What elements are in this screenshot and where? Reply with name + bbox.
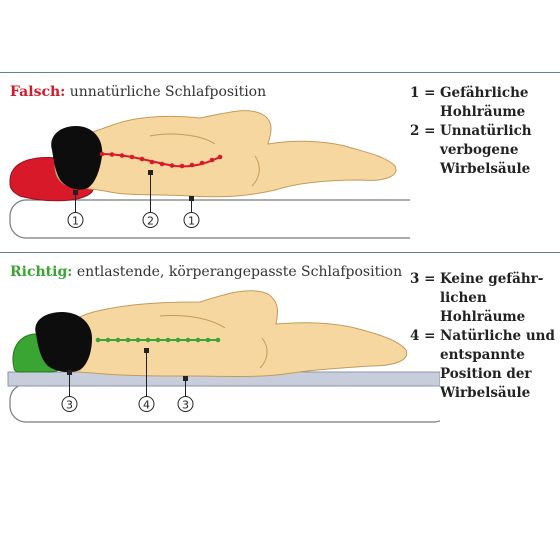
- right-buttock: [259, 337, 268, 369]
- right-body: [46, 290, 408, 377]
- right-hair: [35, 312, 92, 373]
- wrong-marker-1b-label: 1: [188, 215, 195, 228]
- top-divider: [0, 72, 560, 73]
- right-legend-3-line-3: Hohlräume: [440, 309, 526, 325]
- wrong-marker-1a-label: 1: [72, 215, 79, 228]
- wrong-heading: Falsch: unnatürliche Schlafposition: [10, 84, 266, 100]
- wrong-illustration: 1 2 1: [9, 110, 410, 239]
- right-heading-text: entlastende, körperangepasste Schlafposi…: [72, 264, 403, 280]
- right-legend-3-line-2: lichen: [440, 290, 487, 306]
- wrong-heading-lead: Falsch:: [10, 84, 66, 100]
- wrong-legend-item-1: 1 = Gefährliche Hohlräume: [410, 84, 560, 122]
- right-legend-4-line-2: entspannte: [440, 347, 525, 363]
- wrong-legend: 1 = Gefährliche Hohlräume 2 = Unnatürlic…: [410, 84, 560, 179]
- right-marker-4-label: 4: [143, 399, 150, 412]
- wrong-legend-1-line-1: Gefährliche: [440, 85, 529, 101]
- wrong-legend-2-line-1: Unnatürlich: [440, 123, 532, 139]
- wrong-legend-num-2: 2 =: [410, 123, 436, 139]
- wrong-arm: [149, 133, 216, 145]
- right-marker-4: 4: [138, 348, 155, 412]
- right-heading: Richtig: entlastende, körperangepasste S…: [10, 264, 402, 280]
- right-illustration: 3 4 3: [7, 290, 440, 423]
- wrong-body: [54, 110, 397, 198]
- wrong-marker-1a: 1: [67, 190, 84, 228]
- right-marker-3b: 3: [177, 376, 194, 412]
- right-legend: 3 = Keine gefähr- lichen Hohlräume 4 = N…: [410, 270, 560, 403]
- right-marker-3a-label: 3: [66, 399, 73, 412]
- right-legend-3-line-1: Keine gefähr-: [440, 271, 544, 287]
- wrong-legend-1-line-2: Hohlräume: [440, 104, 526, 120]
- right-legend-num-3: 3 =: [410, 271, 436, 287]
- wrong-legend-num-1: 1 =: [410, 85, 436, 101]
- wrong-hair: [51, 126, 103, 190]
- right-legend-4-line-4: Wirbelsäule: [440, 385, 531, 401]
- right-arm: [159, 315, 226, 329]
- wrong-mattress: [9, 199, 410, 239]
- right-legend-item-4: 4 = Natürliche und entspannte Position d…: [410, 327, 560, 403]
- wrong-legend-2-line-2: verbogene: [440, 142, 519, 158]
- wrong-marker-2-label: 2: [147, 215, 154, 228]
- right-marker-3a: 3: [61, 370, 78, 412]
- wrong-legend-item-2: 2 = Unnatürlich verbogene Wirbelsäule: [410, 122, 560, 179]
- middle-divider: [0, 252, 560, 253]
- wrong-marker-1b: 1: [183, 196, 200, 228]
- right-legend-item-3: 3 = Keine gefähr- lichen Hohlräume: [410, 270, 560, 327]
- wrong-marker-2: 2: [142, 170, 159, 228]
- right-legend-4-line-1: Natürliche und: [440, 328, 555, 344]
- wrong-buttock: [251, 155, 260, 187]
- right-spine-dots: [95, 337, 221, 343]
- right-marker-3b-label: 3: [182, 399, 189, 412]
- right-legend-num-4: 4 =: [410, 328, 436, 344]
- wrong-heading-text: unnatürliche Schlafposition: [65, 84, 267, 100]
- wrong-spine-dots: [99, 151, 223, 169]
- right-heading-lead: Richtig:: [10, 264, 73, 280]
- wrong-legend-2-line-3: Wirbelsäule: [440, 161, 531, 177]
- right-legend-4-line-3: Position der: [440, 366, 532, 382]
